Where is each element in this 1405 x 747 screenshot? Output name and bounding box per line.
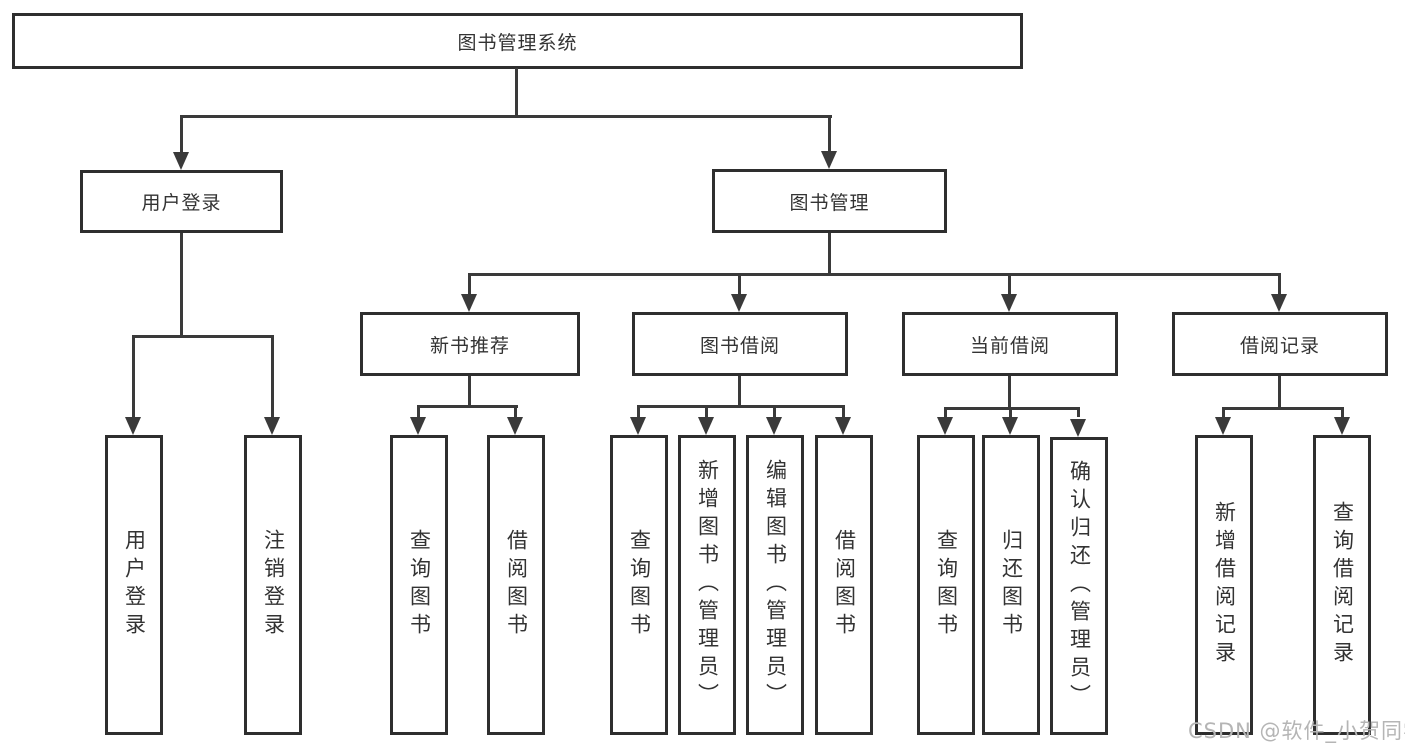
node-user-login: 用户登录 xyxy=(80,170,283,233)
leaf-query-books-current: 查询图书 xyxy=(917,435,975,735)
node-book-borrow: 图书借阅 xyxy=(632,312,848,376)
connector-line xyxy=(515,68,518,117)
leaf-confirm-return-admin: 确认归还（管理员） xyxy=(1050,437,1108,735)
arrowhead xyxy=(461,294,477,312)
node-label: 注销登录 xyxy=(261,529,286,641)
arrowhead xyxy=(1334,417,1350,435)
connector-line xyxy=(417,405,420,417)
connector-line xyxy=(180,233,183,337)
leaf-query-books-recommend: 查询图书 xyxy=(390,435,448,735)
leaf-add-borrow-record: 新增借阅记录 xyxy=(1195,435,1253,735)
arrowhead xyxy=(1001,294,1017,312)
arrowhead xyxy=(1271,294,1287,312)
arrowhead xyxy=(264,417,280,435)
leaf-logout: 注销登录 xyxy=(244,435,302,735)
node-label: 编辑图书（管理员） xyxy=(763,459,788,711)
connector-line xyxy=(828,115,831,151)
node-label: 新书推荐 xyxy=(429,334,510,357)
connector-line xyxy=(773,405,776,417)
node-new-book-recommend: 新书推荐 xyxy=(360,312,580,376)
connector-line xyxy=(1008,273,1011,294)
leaf-borrow-books: 借阅图书 xyxy=(815,435,873,735)
connector-line xyxy=(1008,376,1011,409)
node-label: 当前借阅 xyxy=(969,334,1050,357)
connector-line xyxy=(1222,407,1344,410)
connector-line xyxy=(514,405,517,417)
arrowhead xyxy=(766,417,782,435)
arrowhead xyxy=(821,151,837,169)
connector-line xyxy=(944,407,947,417)
connector-line xyxy=(1278,376,1281,409)
connector-line xyxy=(132,335,274,338)
node-book-management: 图书管理 xyxy=(712,169,947,233)
node-label: 查询图书 xyxy=(934,529,959,641)
node-label: 用户登录 xyxy=(141,192,222,214)
arrowhead xyxy=(410,417,426,435)
node-label: 查询图书 xyxy=(627,529,652,641)
connector-line xyxy=(468,273,471,294)
connector-line xyxy=(1009,407,1012,417)
arrowhead xyxy=(731,294,747,312)
connector-line xyxy=(738,376,741,407)
leaf-borrow-books-recommend: 借阅图书 xyxy=(487,435,545,735)
arrowhead xyxy=(698,417,714,435)
connector-line xyxy=(944,407,1080,410)
arrowhead xyxy=(507,417,523,435)
connector-line xyxy=(271,335,274,417)
node-label: 图书管理 xyxy=(789,191,870,214)
node-current-borrow: 当前借阅 xyxy=(902,312,1118,376)
node-label: 用户登录 xyxy=(122,529,147,641)
connector-line xyxy=(705,405,708,417)
arrowhead xyxy=(1215,417,1231,435)
node-label: 图书借阅 xyxy=(699,334,780,357)
node-label: 借阅图书 xyxy=(832,529,857,641)
arrowhead xyxy=(1002,417,1018,435)
connector-line xyxy=(1278,273,1281,294)
arrowhead xyxy=(125,417,141,435)
csdn-watermark: CSDN @软件_小贺同学 xyxy=(1188,719,1405,743)
arrowhead xyxy=(173,152,189,170)
arrowhead xyxy=(937,417,953,435)
connector-line xyxy=(828,233,831,275)
node-label: 新增图书（管理员） xyxy=(695,459,720,711)
connector-line xyxy=(468,376,471,407)
connector-line xyxy=(738,273,741,294)
leaf-return-books: 归还图书 xyxy=(982,435,1040,735)
connector-line xyxy=(1077,407,1080,417)
leaf-query-books-borrow: 查询图书 xyxy=(610,435,668,735)
node-label: 图书管理系统 xyxy=(457,31,578,54)
leaf-add-book-admin: 新增图书（管理员） xyxy=(678,435,736,735)
leaf-edit-book-admin: 编辑图书（管理员） xyxy=(746,435,804,735)
connector-line xyxy=(180,115,832,118)
node-label: 查询借阅记录 xyxy=(1330,501,1355,669)
connector-line xyxy=(468,273,1281,276)
node-label: 借阅图书 xyxy=(504,529,529,641)
node-label: 查询图书 xyxy=(407,529,432,641)
connector-line xyxy=(637,405,640,417)
connector-line xyxy=(132,335,135,417)
node-label: 借阅记录 xyxy=(1239,334,1320,357)
connector-line xyxy=(1222,407,1225,417)
connector-line xyxy=(417,405,518,408)
leaf-query-borrow-record: 查询借阅记录 xyxy=(1313,435,1371,735)
leaf-user-login: 用户登录 xyxy=(105,435,163,735)
node-label: 新增借阅记录 xyxy=(1212,501,1237,669)
arrowhead xyxy=(1070,419,1086,437)
arrowhead xyxy=(630,417,646,435)
node-label: 归还图书 xyxy=(999,529,1024,641)
node-library-system: 图书管理系统 xyxy=(12,13,1023,69)
connector-line xyxy=(180,115,183,152)
node-borrow-records: 借阅记录 xyxy=(1172,312,1388,376)
connector-line xyxy=(842,405,845,417)
connector-line xyxy=(637,405,845,408)
arrowhead xyxy=(835,417,851,435)
node-label: 确认归还（管理员） xyxy=(1067,460,1092,712)
connector-line xyxy=(1341,407,1344,417)
